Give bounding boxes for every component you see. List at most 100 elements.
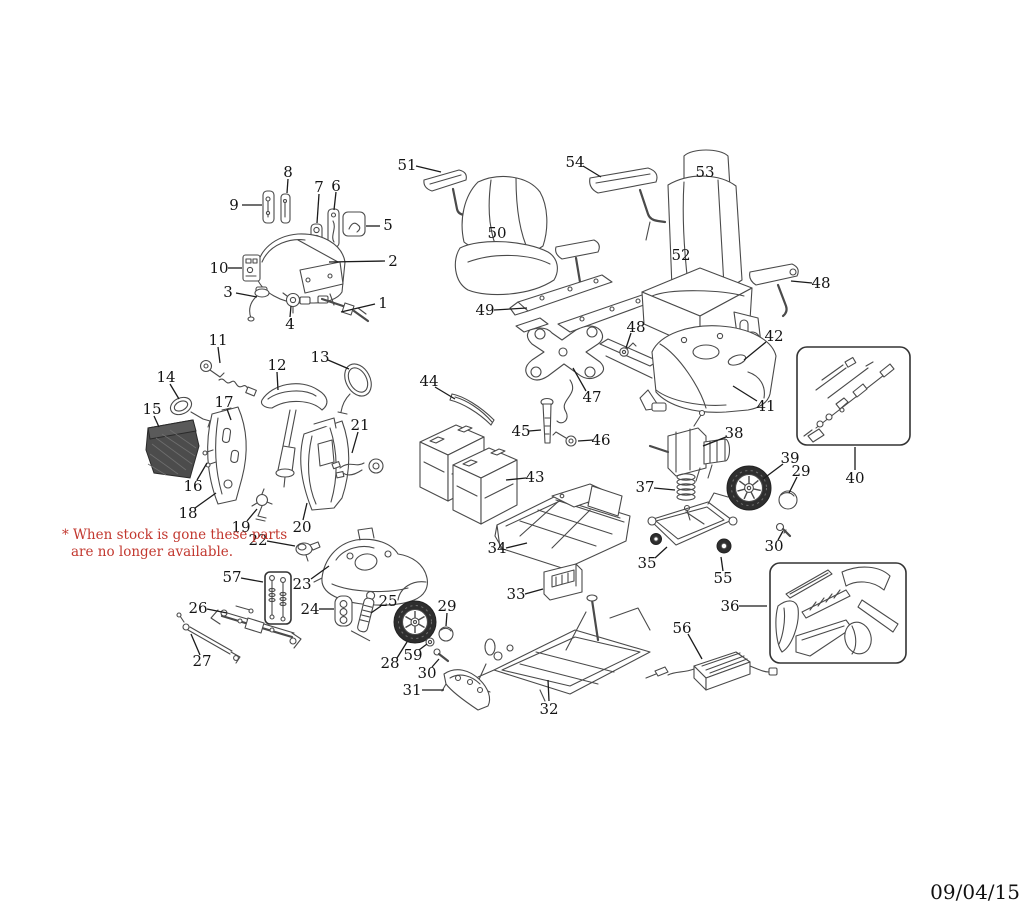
callout-23: 23 <box>292 575 312 593</box>
part-47-seat-mount-plate <box>515 317 659 424</box>
part-33-battery-cover <box>543 563 583 601</box>
part-25-shock <box>350 591 376 642</box>
part-50-seat <box>454 176 558 296</box>
callout-30b: 30 <box>764 537 784 555</box>
callout-39: 39 <box>780 449 800 467</box>
callout-20: 20 <box>292 518 312 536</box>
callout-44: 44 <box>419 372 439 390</box>
callout-48a: 48 <box>811 274 831 292</box>
callout-19: 19 <box>231 518 251 536</box>
part-29a-hubcap <box>438 626 454 642</box>
callout-31: 31 <box>402 681 422 699</box>
part-13-mirror <box>337 363 372 415</box>
callout-9: 9 <box>229 196 239 214</box>
callout-30a: 30 <box>417 664 437 682</box>
part-32-main-frame <box>475 594 651 702</box>
callout-6: 6 <box>331 177 341 195</box>
part-15-basket <box>145 419 200 479</box>
callout-12: 12 <box>267 356 287 374</box>
callout-10: 10 <box>209 259 229 277</box>
part-48-armrest <box>749 263 799 318</box>
part-3-connector-tube <box>247 286 270 322</box>
part-9-battery-holder <box>262 190 275 224</box>
callout-43: 43 <box>525 468 545 486</box>
callout-32: 32 <box>539 700 559 718</box>
callout-7: 7 <box>314 178 324 196</box>
callout-57: 57 <box>222 568 242 586</box>
callout-50: 50 <box>487 224 507 242</box>
callout-16: 16 <box>183 477 203 495</box>
callout-25: 25 <box>378 592 398 610</box>
callout-28: 28 <box>380 654 400 672</box>
callout-48b: 48 <box>626 318 646 336</box>
part-48b-bolt <box>619 342 637 357</box>
part-2-tiller-head-cover <box>256 233 346 305</box>
callout-21: 21 <box>350 416 370 434</box>
part-56-controller <box>645 651 778 691</box>
callout-46: 46 <box>591 431 611 449</box>
part-8-battery-holder <box>280 193 291 224</box>
callout-52: 52 <box>671 246 691 264</box>
part-30b-axle-bolt <box>775 522 792 538</box>
part-28-front-wheel <box>393 600 437 644</box>
callout-53: 53 <box>695 163 715 181</box>
callout-18: 18 <box>178 504 198 522</box>
part-5-latch <box>342 211 366 237</box>
callout-17: 17 <box>214 393 234 411</box>
part-54-armrest <box>589 167 667 241</box>
part-24-bushing-set <box>334 595 353 627</box>
callout-8: 8 <box>283 163 293 181</box>
part-11-key-and-cord <box>199 359 257 397</box>
part-27-tie-rod <box>176 612 241 664</box>
callout-14: 14 <box>156 368 176 386</box>
part-4-knob <box>282 292 301 314</box>
callout-51: 51 <box>397 156 417 174</box>
callout-37: 37 <box>635 478 655 496</box>
callout-38: 38 <box>724 424 744 442</box>
callout-47: 47 <box>582 388 602 406</box>
part-14-basket-hook <box>169 396 211 428</box>
part-22-knob <box>295 541 321 562</box>
part-40-wiring-harness-box <box>796 346 911 446</box>
callout-3: 3 <box>223 283 233 301</box>
part-26-front-axle <box>210 605 302 649</box>
callout-27: 27 <box>192 652 212 670</box>
part-44-trim-strip <box>449 393 495 426</box>
callout-26: 26 <box>188 599 208 617</box>
part-57-shock-kit-box <box>264 571 292 625</box>
part-35-rear-frame <box>647 492 738 546</box>
stock-note-line1: * When stock is gone these parts <box>62 527 288 543</box>
part-12-handlebar <box>260 383 328 488</box>
callout-55: 55 <box>713 569 733 587</box>
callout-33: 33 <box>506 585 526 603</box>
callout-56: 56 <box>672 619 692 637</box>
callout-15: 15 <box>142 400 162 418</box>
part-1-throttle-lever <box>320 293 370 323</box>
callout-54: 54 <box>565 153 585 171</box>
callout-59: 59 <box>403 646 423 664</box>
callout-29a: 29 <box>437 597 457 615</box>
part-39-rear-wheel <box>726 465 772 511</box>
callout-1: 1 <box>378 294 388 312</box>
part-20-tiller-rear-cover <box>300 417 350 511</box>
callout-49: 49 <box>475 301 495 319</box>
part-59-axle-nut <box>425 637 435 647</box>
part-46-hook-bolt <box>552 431 577 447</box>
callout-2: 2 <box>388 252 398 270</box>
callout-11: 11 <box>208 331 228 349</box>
part-42-lens <box>727 354 747 366</box>
stock-note-line2: are no longer available. <box>71 544 234 560</box>
stock-availability-note: * When stock is gone these parts are no … <box>62 527 287 561</box>
part-31-front-bumper <box>441 669 491 711</box>
part-10-switch-block <box>242 254 261 282</box>
part-34-floor-deck <box>494 483 631 570</box>
callout-5: 5 <box>383 216 393 234</box>
callout-40: 40 <box>845 469 865 487</box>
callout-22: 22 <box>248 531 268 549</box>
callout-41: 41 <box>756 397 776 415</box>
part-21-wiring-lead <box>331 458 384 479</box>
part-55-anti-tip-wheels <box>650 533 732 554</box>
part-45-bolt <box>540 397 554 444</box>
